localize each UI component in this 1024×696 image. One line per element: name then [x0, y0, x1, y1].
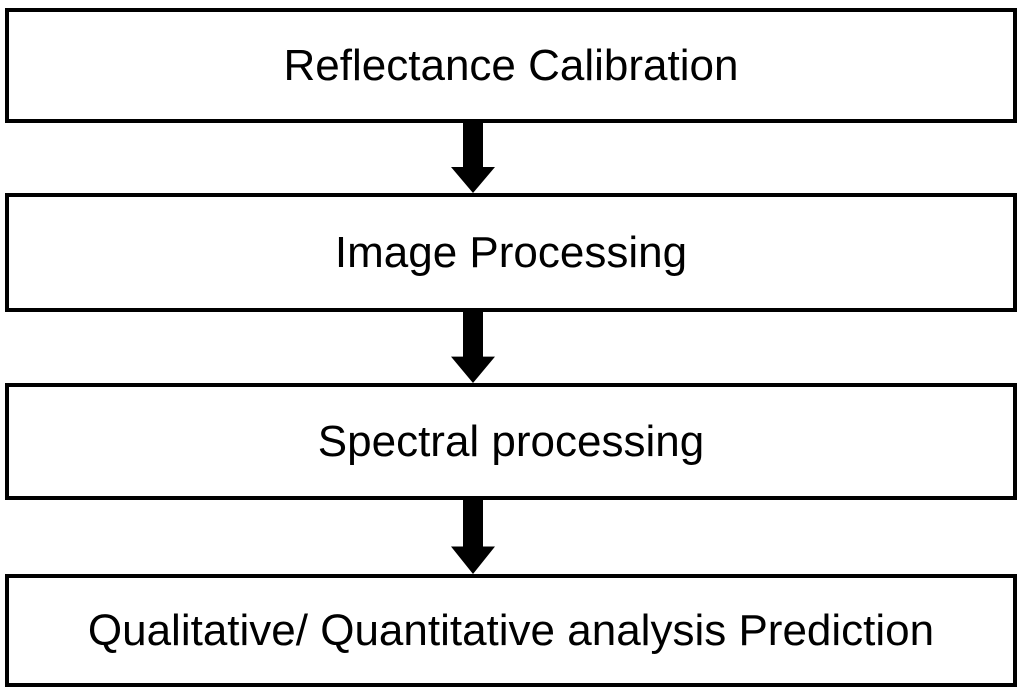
down-arrow-shape	[451, 312, 495, 383]
flow-box-spectral-processing: Spectral processing	[5, 383, 1017, 500]
down-arrow-icon	[451, 312, 495, 383]
down-arrow-shape	[451, 500, 495, 574]
down-arrow-icon	[451, 500, 495, 574]
flow-box-label: Image Processing	[334, 227, 688, 277]
down-arrow-shape	[451, 123, 495, 193]
flow-box-label: Spectral processing	[317, 416, 705, 466]
flow-box-qualitative-quantitative-analysis-prediction: Qualitative/ Quantitative analysis Predi…	[5, 574, 1017, 687]
flow-box-label: Reflectance Calibration	[283, 40, 739, 90]
flow-box-image-processing: Image Processing	[5, 193, 1017, 312]
down-arrow-icon	[451, 123, 495, 193]
flow-box-label: Qualitative/ Quantitative analysis Predi…	[87, 605, 935, 655]
flow-box-reflectance-calibration: Reflectance Calibration	[5, 8, 1017, 123]
